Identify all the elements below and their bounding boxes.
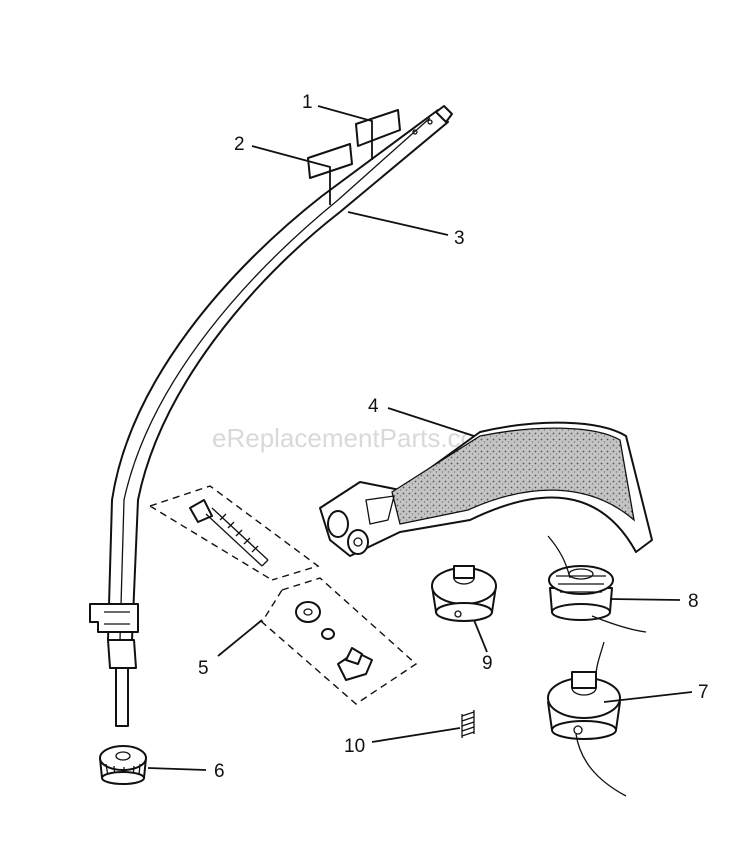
callout-7: 7: [698, 682, 709, 703]
spool-housing-part-9: [431, 565, 497, 622]
hardware-kit-part-5: [149, 485, 418, 705]
callout-1: 1: [302, 92, 313, 113]
decal-part-1: [355, 109, 401, 147]
callout-3: 3: [454, 228, 465, 249]
callout-10: 10: [344, 736, 365, 757]
callout-8: 8: [688, 591, 699, 612]
watermark-text: eReplacementParts.com: [212, 423, 497, 453]
spool-part-8: [547, 535, 647, 633]
callout-6: 6: [214, 761, 225, 782]
callout-9: 9: [482, 653, 493, 674]
callout-2: 2: [234, 134, 245, 155]
guard-part-4: [319, 421, 653, 557]
trimmer-head-part-7: [547, 641, 627, 797]
shaft-part-3: [89, 105, 453, 727]
callout-5: 5: [198, 658, 209, 679]
callout-4: 4: [368, 396, 379, 417]
decal-part-2: [307, 143, 353, 179]
spring-part-10: [461, 710, 475, 738]
knob-part-6: [99, 745, 147, 785]
leader-lines: [147, 105, 693, 771]
